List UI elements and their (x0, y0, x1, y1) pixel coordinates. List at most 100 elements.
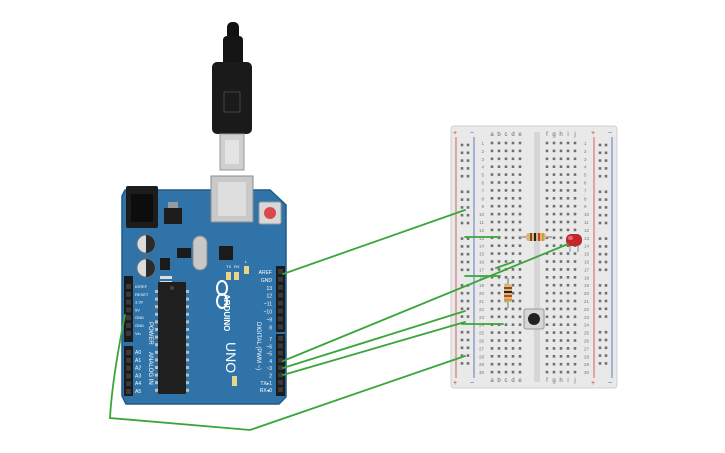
breadboard-hole[interactable] (573, 212, 577, 216)
breadboard-hole[interactable] (566, 315, 570, 319)
breadboard-hole[interactable] (559, 276, 563, 279)
breadboard-hole[interactable] (559, 220, 563, 224)
breadboard-hole[interactable] (545, 181, 549, 184)
breadboard-hole[interactable] (566, 291, 570, 295)
header-pin[interactable] (126, 389, 131, 394)
breadboard-hole[interactable] (518, 355, 522, 358)
header-pin[interactable] (126, 381, 131, 387)
breadboard-hole[interactable] (490, 197, 494, 200)
breadboard-hole[interactable] (511, 276, 515, 279)
rail-hole[interactable] (466, 362, 470, 365)
breadboard-hole[interactable] (511, 370, 515, 374)
breadboard-hole[interactable] (497, 252, 501, 255)
breadboard-hole[interactable] (566, 370, 570, 374)
breadboard-hole[interactable] (497, 260, 501, 263)
breadboard-hole[interactable] (573, 268, 577, 271)
header-pin[interactable] (278, 343, 283, 349)
breadboard-hole[interactable] (566, 189, 570, 192)
breadboard-hole[interactable] (497, 291, 501, 295)
breadboard-hole[interactable] (490, 173, 494, 176)
breadboard-hole[interactable] (559, 260, 563, 263)
breadboard-hole[interactable] (559, 315, 563, 319)
rail-hole[interactable] (598, 338, 602, 342)
breadboard-hole[interactable] (511, 283, 515, 287)
rail-hole[interactable] (466, 143, 470, 147)
breadboard-hole[interactable] (573, 260, 577, 263)
breadboard-hole[interactable] (497, 315, 501, 319)
breadboard-hole[interactable] (490, 157, 494, 161)
breadboard-hole[interactable] (573, 141, 577, 145)
breadboard-hole[interactable] (504, 204, 508, 208)
breadboard-hole[interactable] (545, 220, 549, 224)
rail-hole[interactable] (460, 167, 464, 170)
breadboard-hole[interactable] (559, 236, 563, 240)
breadboard-hole[interactable] (573, 339, 577, 342)
rail-hole[interactable] (604, 291, 608, 295)
breadboard-hole[interactable] (518, 283, 522, 287)
breadboard-hole[interactable] (559, 204, 563, 208)
breadboard-hole[interactable] (559, 291, 563, 295)
usb-cable[interactable] (212, 22, 252, 171)
rail-hole[interactable] (604, 237, 608, 240)
breadboard-hole[interactable] (552, 220, 556, 224)
breadboard-hole[interactable] (497, 362, 501, 366)
breadboard-hole[interactable] (559, 141, 563, 145)
rail-hole[interactable] (460, 291, 464, 295)
rail-hole[interactable] (466, 354, 470, 357)
rail-hole[interactable] (460, 362, 464, 365)
breadboard-hole[interactable] (573, 283, 577, 287)
breadboard-hole[interactable] (518, 220, 522, 224)
breadboard-hole[interactable] (552, 291, 556, 295)
breadboard-hole[interactable] (511, 268, 515, 271)
breadboard-hole[interactable] (552, 370, 556, 374)
breadboard-hole[interactable] (559, 212, 563, 216)
breadboard-hole[interactable] (559, 268, 563, 271)
breadboard-hole[interactable] (504, 173, 508, 176)
breadboard-hole[interactable] (545, 141, 549, 145)
wire-5v-to-breadboard[interactable] (109, 314, 466, 431)
rail-hole[interactable] (604, 198, 608, 201)
breadboard-hole[interactable] (552, 362, 556, 366)
rail-hole[interactable] (460, 213, 464, 217)
rail-hole[interactable] (460, 284, 464, 287)
breadboard-hole[interactable] (545, 283, 549, 287)
breadboard-hole[interactable] (518, 244, 522, 247)
resistor-vertical[interactable] (504, 278, 512, 308)
breadboard-hole[interactable] (497, 370, 501, 374)
breadboard-hole[interactable] (490, 212, 494, 216)
wire-pin3-to-button[interactable] (282, 310, 466, 369)
breadboard-hole[interactable] (518, 157, 522, 161)
breadboard-hole[interactable] (545, 212, 549, 216)
breadboard-hole[interactable] (518, 181, 522, 184)
breadboard-hole[interactable] (490, 260, 494, 263)
rail-hole[interactable] (460, 346, 464, 350)
header-pin[interactable] (126, 350, 131, 355)
breadboard-hole[interactable] (573, 252, 577, 255)
header-pin[interactable] (278, 365, 283, 371)
breadboard-hole[interactable] (518, 291, 522, 295)
rail-hole[interactable] (460, 198, 464, 201)
rail-hole[interactable] (604, 268, 608, 272)
breadboard-hole[interactable] (545, 149, 549, 153)
breadboard-hole[interactable] (497, 157, 501, 161)
breadboard-hole[interactable] (497, 339, 501, 342)
rail-hole[interactable] (466, 252, 470, 256)
breadboard-hole[interactable] (490, 291, 494, 295)
rail-hole[interactable] (460, 260, 464, 264)
breadboard-hole[interactable] (490, 283, 494, 287)
breadboard-hole[interactable] (552, 181, 556, 184)
breadboard-hole[interactable] (566, 173, 570, 176)
breadboard-hole[interactable] (511, 339, 515, 342)
breadboard-hole[interactable] (559, 173, 563, 176)
breadboard-hole[interactable] (511, 244, 515, 247)
header-pin[interactable] (278, 357, 283, 363)
rail-hole[interactable] (598, 198, 602, 201)
breadboard-hole[interactable] (518, 331, 522, 334)
breadboard-hole[interactable] (497, 299, 501, 303)
rail-hole[interactable] (604, 315, 608, 318)
breadboard-hole[interactable] (566, 228, 570, 232)
rail-hole[interactable] (604, 362, 608, 365)
rail-hole[interactable] (604, 174, 608, 178)
rail-hole[interactable] (460, 315, 464, 318)
rail-hole[interactable] (604, 307, 608, 311)
